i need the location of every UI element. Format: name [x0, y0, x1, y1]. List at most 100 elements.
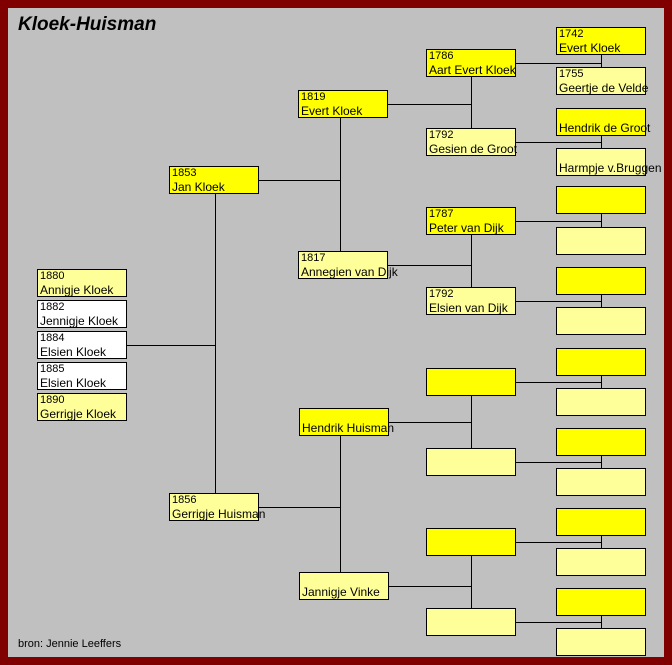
- person-name: Gerrigje Kloek: [40, 407, 117, 421]
- connector-line: [471, 422, 472, 462]
- person-box-blank-r11[interactable]: [556, 588, 646, 616]
- person-year: 1787: [429, 208, 454, 220]
- person-name: Annigje Kloek: [40, 283, 114, 297]
- connector-line: [471, 63, 472, 105]
- person-box-blank-m4[interactable]: [426, 608, 516, 636]
- connector-line: [516, 63, 601, 64]
- person-name: Harmpje v.Bruggen: [559, 161, 662, 175]
- connector-line: [388, 265, 471, 266]
- connector-line: [516, 542, 601, 543]
- connector-line: [471, 382, 472, 423]
- person-year: 1792: [429, 129, 454, 141]
- person-name: Peter van Dijk: [429, 221, 504, 235]
- person-year: 1755: [559, 68, 584, 80]
- person-year: 1817: [301, 252, 326, 264]
- person-name: Elsien van Dijk: [429, 301, 508, 315]
- person-name: Annegien van Dijk: [301, 265, 398, 279]
- person-name: Hendrik de Groot: [559, 121, 651, 135]
- person-name: Gesien de Groot: [429, 142, 518, 156]
- connector-line: [471, 265, 472, 302]
- connector-line: [127, 345, 216, 346]
- person-year: 1819: [301, 91, 326, 103]
- connector-line: [389, 422, 471, 423]
- person-year: 1885: [40, 363, 65, 375]
- person-box-blank-m1[interactable]: [426, 368, 516, 396]
- person-name: Aart Evert Kloek: [429, 63, 516, 77]
- person-box-blank-r5[interactable]: [556, 348, 646, 376]
- person-name: Jennigje Kloek: [40, 314, 119, 328]
- person-year: 1882: [40, 301, 65, 313]
- person-name: Jannigje Vinke: [302, 585, 380, 599]
- person-year: 1856: [172, 494, 197, 506]
- person-box-jannigje-vinke[interactable]: Jannigje Vinke: [299, 572, 389, 600]
- connector-line: [388, 104, 471, 105]
- person-year: 1742: [559, 28, 584, 40]
- connector-line: [471, 586, 472, 622]
- person-box-blank-r2[interactable]: [556, 227, 646, 255]
- person-box-blank-r6[interactable]: [556, 388, 646, 416]
- connector-line: [516, 221, 601, 222]
- person-box-blank-m2[interactable]: [426, 448, 516, 476]
- person-box-blank-r9[interactable]: [556, 508, 646, 536]
- person-box-harmpje-v-bruggen[interactable]: Harmpje v.Bruggen: [556, 148, 662, 176]
- person-box-blank-r3[interactable]: [556, 267, 646, 295]
- person-box-blank-r12[interactable]: [556, 628, 646, 656]
- connector-line: [516, 142, 601, 143]
- connector-line: [516, 301, 601, 302]
- person-year: 1890: [40, 394, 65, 406]
- person-box-blank-r10[interactable]: [556, 548, 646, 576]
- person-box-hendrik-de-groot[interactable]: Hendrik de Groot: [556, 108, 650, 136]
- source-caption: bron: Jennie Leeffers: [18, 638, 122, 650]
- connector-line: [516, 462, 601, 463]
- person-name: Jan Kloek: [172, 180, 225, 194]
- connector-line: [471, 104, 472, 142]
- person-box-blank-r8[interactable]: [556, 468, 646, 496]
- connector-line: [471, 221, 472, 266]
- connector-line: [340, 180, 341, 265]
- person-year: 1792: [429, 288, 454, 300]
- connector-line: [516, 382, 601, 383]
- person-name: Geertje de Velde: [559, 81, 649, 95]
- connector-line: [389, 586, 471, 587]
- person-year: 1884: [40, 332, 65, 344]
- person-box-hendrik-huisman[interactable]: Hendrik Huisman: [299, 408, 394, 436]
- person-box-blank-r4[interactable]: [556, 307, 646, 335]
- person-box-blank-m3[interactable]: [426, 528, 516, 556]
- person-name: Gerrigje Huisman: [172, 507, 266, 521]
- connector-line: [471, 542, 472, 587]
- page-title: Kloek-Huisman: [18, 14, 157, 35]
- person-name: Evert Kloek: [301, 104, 363, 118]
- person-year: 1853: [172, 167, 197, 179]
- connector-line: [340, 507, 341, 586]
- person-box-blank-r7[interactable]: [556, 428, 646, 456]
- person-name: Elsien Kloek: [40, 345, 107, 359]
- person-box-blank-r1[interactable]: [556, 186, 646, 214]
- person-year: 1880: [40, 270, 65, 282]
- connector-line: [215, 194, 216, 494]
- connector-line: [259, 180, 341, 181]
- person-name: Evert Kloek: [559, 41, 621, 55]
- person-year: 1786: [429, 50, 454, 62]
- connector-line: [340, 104, 341, 181]
- connector-line: [259, 507, 341, 508]
- person-name: Elsien Kloek: [40, 376, 107, 390]
- person-name: Hendrik Huisman: [302, 421, 395, 435]
- connector-line: [516, 622, 601, 623]
- connector-line: [340, 422, 341, 508]
